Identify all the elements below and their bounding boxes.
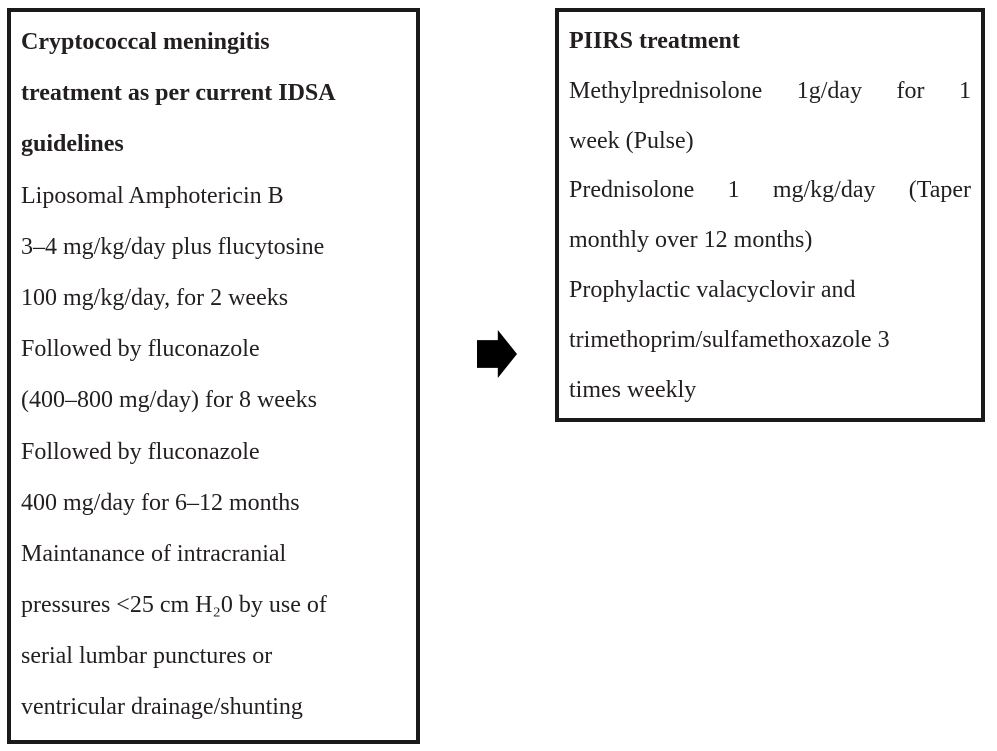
idsa-box-body-line: (400–800 mg/day) for 8 weeks (21, 387, 317, 414)
idsa-box-title-line: Cryptococcal meningitis (21, 29, 270, 55)
piirs-box-body-line: monthly over 12 months) (569, 227, 813, 254)
idsa-box-body-line: serial lumbar punctures or (21, 643, 273, 670)
idsa-box-body-line: Maintanance of intracranial (21, 540, 287, 567)
idsa-box-body-line: 400 mg/day for 6–12 months (21, 489, 300, 516)
piirs-box-body-line: trimethoprim/sulfamethoxazole 3 (569, 326, 890, 353)
idsa-box-body-line: 3–4 mg/kg/day plus flucytosine (21, 233, 325, 260)
idsa-box-body-line: pressures <25 cm H₂0 by use of (21, 592, 327, 619)
piirs-box-body-line: Prophylactic valacyclovir and (569, 276, 856, 303)
piirs-box-body-line: week (Pulse) (569, 127, 694, 154)
idsa-box-title-line: guidelines (21, 131, 124, 158)
piirs-box-body-line: times weekly (569, 376, 697, 403)
idsa-box-title-line: treatment as per current IDSA (21, 80, 336, 107)
idsa-box-body-line: Liposomal Amphotericin B (21, 182, 284, 209)
piirs-treatment-box: PIIRS treatment Methylprednisolone 1g/da… (555, 8, 985, 422)
right-arrow-icon (477, 330, 517, 378)
piirs-box-title-line: PIIRS treatment (569, 28, 740, 54)
idsa-box-body-line: ventricular drainage/shunting (21, 694, 303, 721)
idsa-box-body-line: Followed by fluconazole (21, 438, 260, 465)
idsa-treatment-box: Cryptococcal meningitis treatment as per… (7, 8, 420, 744)
idsa-box-body-line: Followed by fluconazole (21, 336, 260, 363)
piirs-box-body-line: Prednisolone 1 mg/kg/day (Taper (569, 177, 971, 204)
idsa-box-body-line: 100 mg/kg/day, for 2 weeks (21, 284, 289, 311)
piirs-box-body-line: Methylprednisolone 1g/day for 1 (569, 77, 971, 104)
